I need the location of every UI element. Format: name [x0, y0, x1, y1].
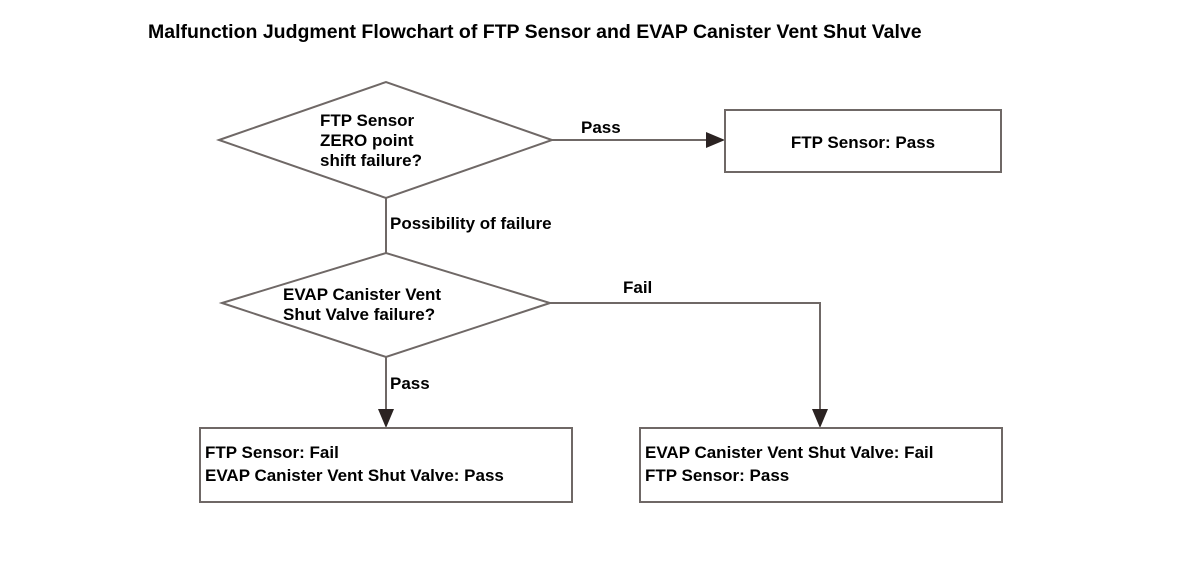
decision-evap-canister-vent-shut-valve[interactable]: EVAP Canister Vent Shut Valve failure? — [218, 251, 554, 359]
result-evap-fail-line1: EVAP Canister Vent Shut Valve: Fail — [645, 443, 933, 462]
edge-ftp-pass-arrowhead — [706, 132, 725, 148]
decision-ftp-line2: ZERO point — [320, 131, 414, 150]
result-ftp-fail-box — [199, 427, 573, 503]
edge-possibility-of-failure: Possibility of failure — [385, 198, 552, 253]
edge-label-possibility-of-failure: Possibility of failure — [390, 214, 552, 233]
decision-evap-line1: EVAP Canister Vent — [283, 285, 441, 304]
result-evap-fail-line2: FTP Sensor: Pass — [645, 466, 789, 485]
edge-evap-pass: Pass — [378, 357, 430, 428]
edge-evap-fail: Fail — [550, 278, 828, 428]
decision-ftp-line3: shift failure? — [320, 151, 422, 170]
edge-evap-fail-arrowhead — [812, 409, 828, 428]
edge-evap-pass-arrowhead — [378, 409, 394, 428]
result-ftp-fail-line1: FTP Sensor: Fail — [205, 443, 339, 462]
decision-ftp-line1: FTP Sensor — [320, 111, 415, 130]
edge-label-pass-top: Pass — [581, 118, 621, 137]
decision-ftp-sensor-zero-shift[interactable]: FTP Sensor ZERO point shift failure? — [215, 80, 556, 200]
edge-evap-fail-line — [550, 302, 821, 409]
result-ftp-pass-box — [724, 109, 1002, 173]
result-ftp-fail-line2: EVAP Canister Vent Shut Valve: Pass — [205, 466, 504, 485]
result-ftp-fail-evap-pass[interactable]: FTP Sensor: Fail EVAP Canister Vent Shut… — [199, 427, 573, 503]
result-ftp-pass-label: FTP Sensor: Pass — [791, 133, 935, 152]
edge-label-pass-bottom: Pass — [390, 374, 430, 393]
result-evap-fail-box — [639, 427, 1003, 503]
result-ftp-sensor-pass[interactable]: FTP Sensor: Pass — [724, 109, 1002, 173]
edge-label-fail: Fail — [623, 278, 652, 297]
page-title: Malfunction Judgment Flowchart of FTP Se… — [148, 21, 922, 43]
edge-ftp-pass: Pass — [552, 118, 725, 148]
result-evap-fail-ftp-pass[interactable]: EVAP Canister Vent Shut Valve: Fail FTP … — [639, 427, 1003, 503]
decision-evap-line2: Shut Valve failure? — [283, 305, 435, 324]
